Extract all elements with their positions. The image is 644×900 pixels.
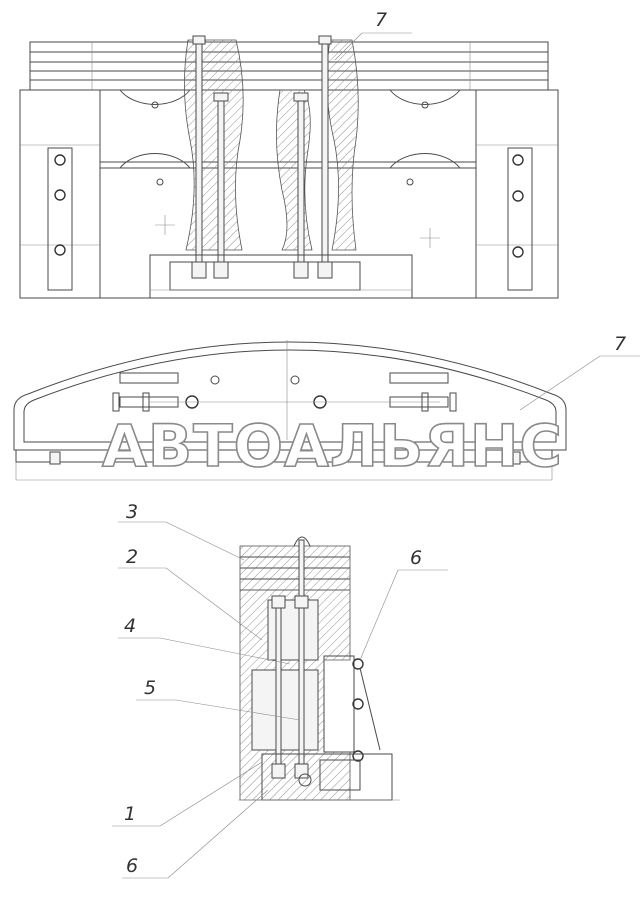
top-plan-view: 7 (19, 9, 559, 299)
bracket-bolts-left (54, 154, 66, 256)
callout-4: 4 (124, 615, 136, 637)
callout-2: 2 (126, 546, 138, 568)
callout-7-top: 7 (375, 9, 387, 31)
bracket-bolts-right (512, 154, 524, 258)
callout-1: 1 (124, 803, 136, 825)
side-section-view: 3 2 4 5 1 6 6 (112, 501, 448, 879)
callout-7-arch: 7 (614, 333, 626, 355)
watermark-logo: АВТОАЛЬЯНС (102, 412, 563, 480)
callout-6-upper: 6 (410, 547, 422, 569)
callout-6-lower: 6 (126, 855, 138, 877)
callout-3: 3 (126, 501, 138, 523)
arch-front-view: 7 (13, 333, 640, 481)
callout-5: 5 (144, 677, 156, 699)
